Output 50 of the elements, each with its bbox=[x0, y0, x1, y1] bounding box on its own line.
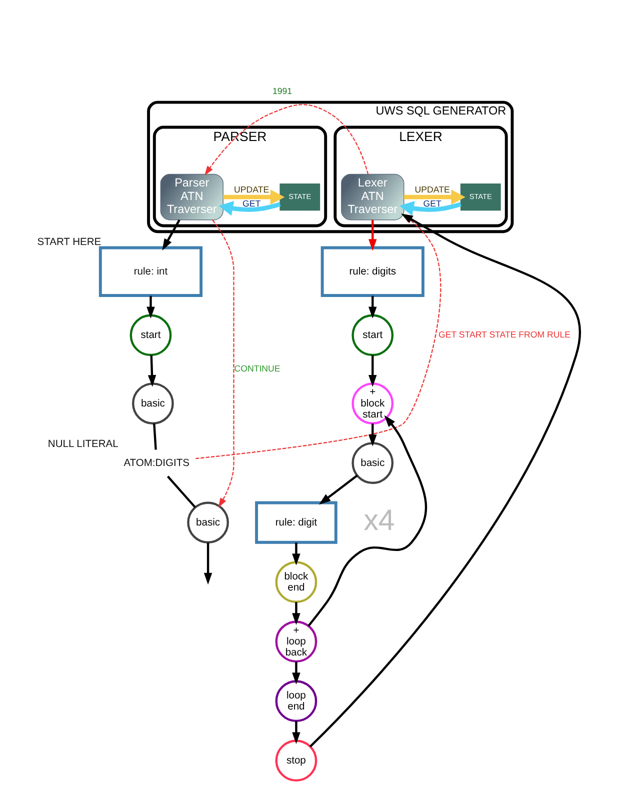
node-circle: stop bbox=[275, 740, 318, 782]
node-box: Lexer ATN Traverser bbox=[341, 174, 404, 220]
node-box: STATE bbox=[280, 183, 320, 211]
arrow bbox=[368, 220, 377, 251]
edge-label: GET START STATE FROM RULE bbox=[438, 329, 570, 340]
node-circle: block end bbox=[275, 561, 318, 604]
arrow bbox=[368, 355, 377, 387]
arrow bbox=[148, 355, 156, 387]
arrow bbox=[399, 201, 462, 216]
node-circle: basic bbox=[132, 382, 174, 424]
node-box: Parser ATN Traverser bbox=[160, 174, 224, 220]
edge-label: UPDATE bbox=[414, 184, 450, 194]
connector bbox=[166, 476, 196, 508]
arrow bbox=[204, 104, 369, 176]
node-box: rule: digits bbox=[320, 246, 424, 297]
arrow bbox=[204, 542, 212, 585]
label: x4 bbox=[364, 504, 395, 537]
edge-label: GET bbox=[242, 198, 261, 208]
node-circle: basic bbox=[187, 502, 229, 544]
node-circle: loop end bbox=[275, 680, 318, 722]
edge-label: UPDATE bbox=[234, 184, 270, 194]
node-circle: basic bbox=[352, 442, 394, 484]
node-circle: + block start bbox=[352, 382, 394, 424]
arrow bbox=[368, 424, 377, 446]
edge-label: GET bbox=[423, 198, 442, 208]
node-label: START HERE bbox=[37, 236, 102, 248]
node-circle: start bbox=[352, 314, 394, 356]
arrow bbox=[218, 201, 281, 216]
node-label: NULL LITERAL bbox=[48, 439, 118, 450]
node-box: STATE bbox=[460, 183, 501, 211]
node-circle: + loop back bbox=[275, 620, 318, 663]
node-box: rule: int bbox=[98, 246, 203, 297]
arrow bbox=[318, 474, 358, 505]
arrow bbox=[404, 190, 466, 205]
arrow bbox=[292, 542, 300, 566]
edge-label: 1991 bbox=[272, 86, 292, 96]
node-box: rule: digit bbox=[255, 501, 338, 544]
arrow bbox=[292, 602, 300, 625]
arrow bbox=[368, 296, 377, 319]
arrow bbox=[212, 220, 234, 508]
node-text: ATOM:DIGITS bbox=[124, 458, 190, 469]
arrow bbox=[223, 190, 285, 205]
arrow bbox=[308, 415, 427, 627]
arrow bbox=[146, 296, 155, 319]
arrow bbox=[162, 219, 180, 250]
arrow bbox=[292, 662, 300, 684]
edge-label: CONTINUE bbox=[234, 364, 280, 374]
connector bbox=[153, 424, 157, 450]
node-circle: start bbox=[130, 314, 172, 356]
arrow bbox=[292, 721, 300, 744]
